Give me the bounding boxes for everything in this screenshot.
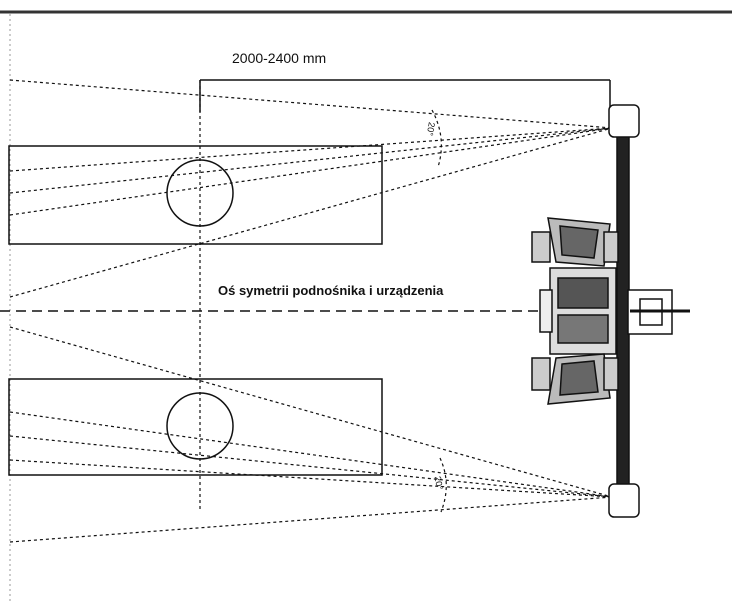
symmetry-axis-label: Oś symetrii podnośnika i urządzenia [216,283,446,298]
top-camera-head [608,104,640,138]
top-camera-beams [9,79,613,298]
bottom-angle-label: 20° [432,475,445,491]
bottom-camera-head [608,483,640,518]
dimension-line [199,79,611,112]
top-wheel [166,159,234,227]
bottom-wheel [166,392,234,460]
aligner-device [531,104,690,518]
bottom-camera-beams [9,326,613,543]
top-wheel-track [8,145,383,245]
dimension-label: 2000-2400 mm [232,50,327,66]
camera-bar [616,119,630,507]
